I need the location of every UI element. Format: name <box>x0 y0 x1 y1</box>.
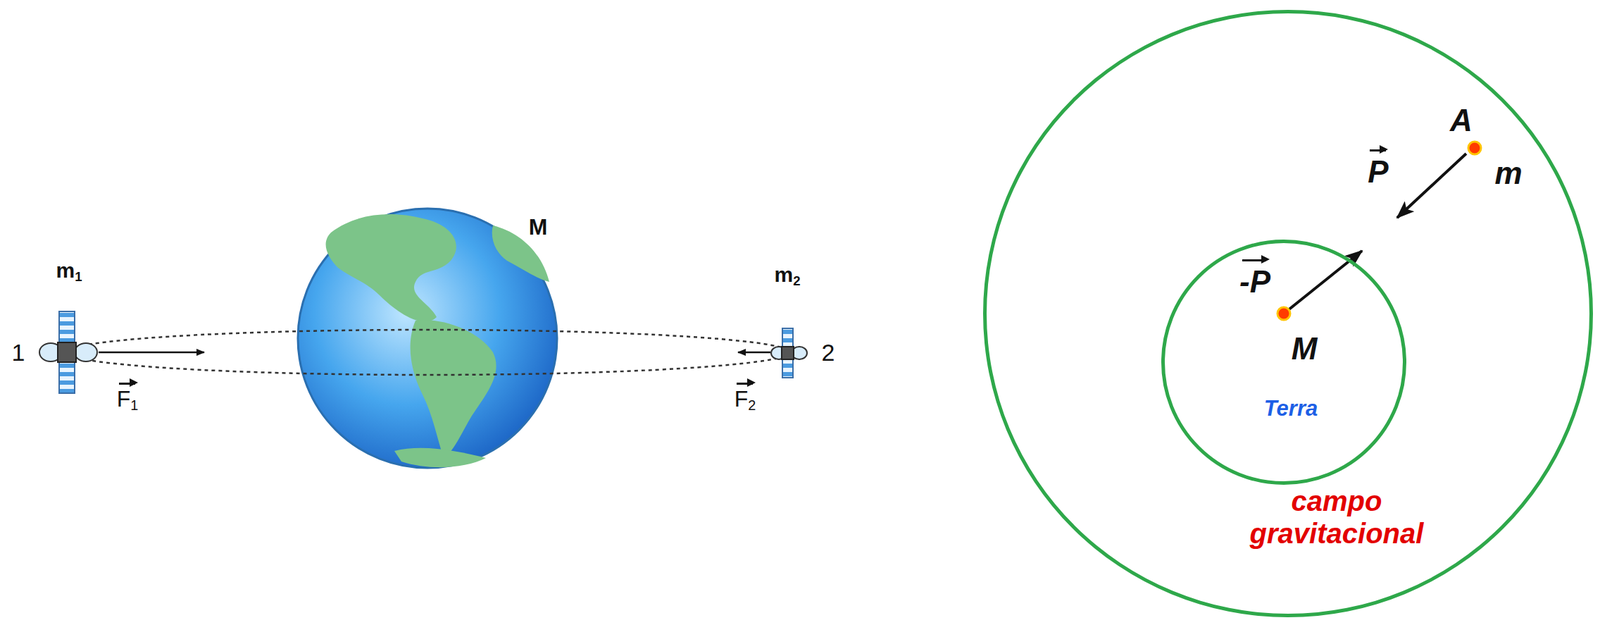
symbol-label: A <box>1450 104 1473 136</box>
vector-label: -P <box>1239 266 1271 298</box>
mass-point <box>1468 141 1481 155</box>
region-label: Terra <box>1220 395 1362 422</box>
symbol-label: m <box>1494 157 1522 189</box>
satellite <box>771 328 808 378</box>
symbol-label: 1 <box>11 340 26 365</box>
symbol-label: 2 <box>821 340 836 365</box>
region-label: campo gravitacional <box>1216 484 1457 550</box>
symbol-label: M <box>528 215 548 239</box>
vector-label: F2 <box>734 387 757 413</box>
weight-vector <box>1397 153 1467 218</box>
force-vector <box>738 351 771 354</box>
vector-label: P <box>1367 156 1389 188</box>
symbol-label: M <box>1291 333 1318 365</box>
force-vector <box>98 351 205 354</box>
satellite <box>39 311 98 393</box>
field-circle: campo gravitacional Terra <box>983 9 1593 617</box>
field-circle: Terra <box>1161 239 1407 485</box>
symbol-label: m2 <box>773 264 800 288</box>
orbit-path <box>66 329 791 375</box>
earth-globe <box>297 208 558 468</box>
reaction-vector <box>1283 250 1362 314</box>
center-point <box>1277 307 1291 320</box>
symbol-label: m1 <box>55 259 82 284</box>
vector-label: F1 <box>116 387 139 413</box>
